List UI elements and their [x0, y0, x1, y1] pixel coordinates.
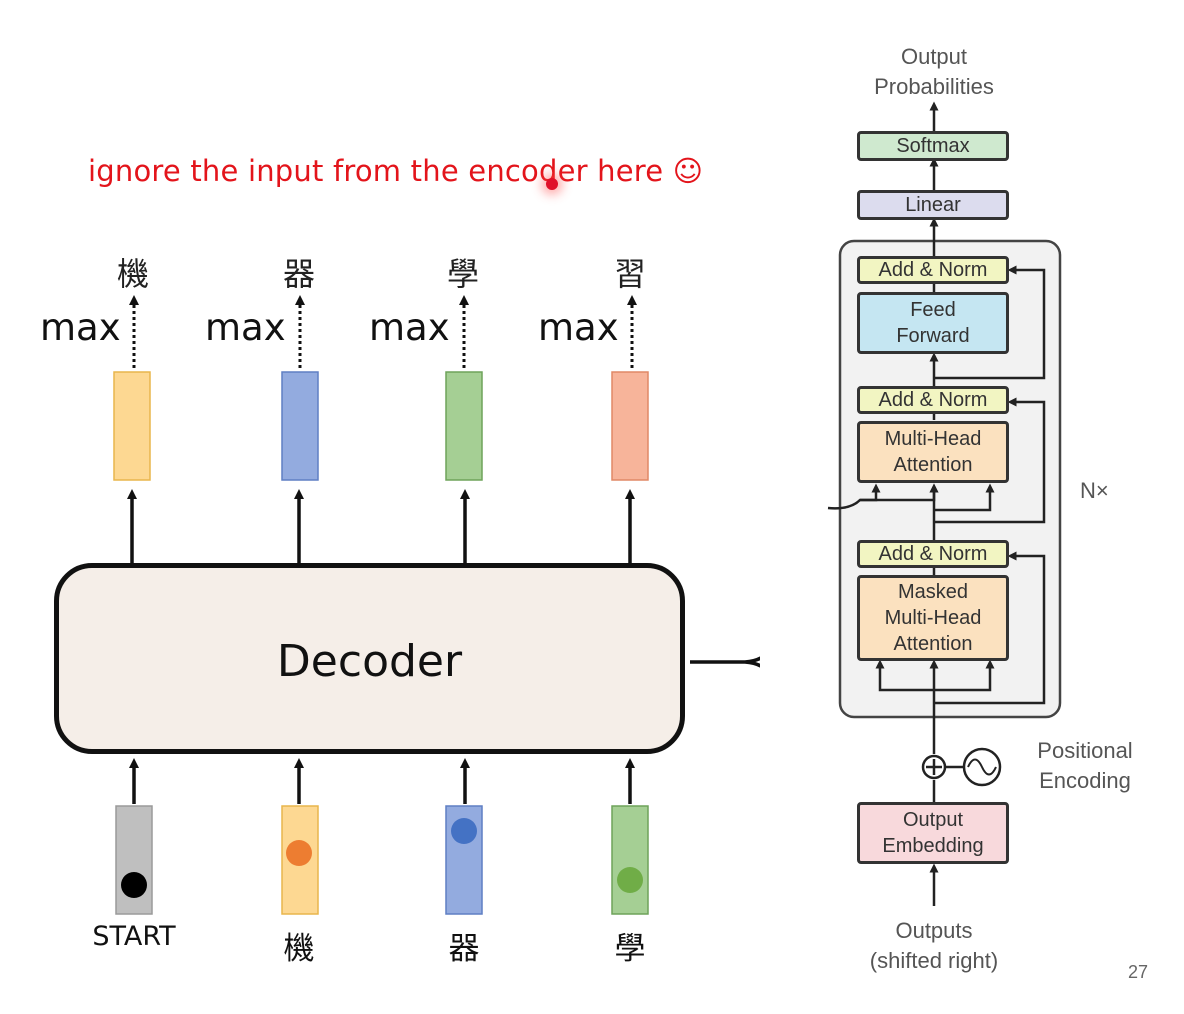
output-vector-1 — [113, 371, 151, 481]
annotation-note: ignore the input from the encoder here ☺ — [88, 154, 704, 188]
input-label-3: 器 — [448, 931, 480, 967]
feed-forward-box: Feed Forward — [857, 292, 1009, 354]
curly-brace — [690, 656, 760, 668]
max-label-1: max — [40, 306, 121, 349]
output-token-1: 機 — [116, 255, 149, 293]
decoder-output-arrows — [127, 489, 635, 563]
decoder-label: Decoder — [276, 636, 463, 687]
masked-multi-head-attention-box: Masked Multi-Head Attention — [857, 575, 1009, 661]
output-vector-2 — [281, 371, 319, 481]
softmax-box: Softmax — [857, 131, 1009, 161]
add-norm-bottom-box: Add & Norm — [857, 540, 1009, 568]
output-vector-4 — [611, 371, 649, 481]
max-label-3: max — [369, 306, 450, 349]
page-number: 27 — [1128, 962, 1149, 982]
input-label-2: 機 — [283, 931, 315, 967]
max-label-2: max — [205, 306, 286, 349]
input-label-4: 學 — [614, 931, 646, 967]
output-token-2: 器 — [282, 255, 315, 293]
output-vector-3 — [445, 371, 483, 481]
decoder-block — [54, 563, 685, 754]
decoder-diagram-graphics — [113, 295, 760, 915]
output-embedding-box: Output Embedding — [857, 802, 1009, 864]
output-token-3: 學 — [446, 255, 479, 293]
nx-label: N× — [1080, 478, 1109, 503]
input-dot-2 — [286, 840, 312, 866]
input-vector-4 — [611, 805, 649, 915]
linear-box: Linear — [857, 190, 1009, 220]
output-probabilities-label: Output Probabilities — [874, 44, 994, 99]
laser-pointer — [546, 178, 558, 190]
outputs-shifted-label: Outputs (shifted right) — [869, 918, 999, 973]
input-label-start: START — [92, 921, 176, 952]
input-dot-3 — [451, 818, 477, 844]
max-label-4: max — [538, 306, 619, 349]
positional-encoding-label: Positional Encoding — [1037, 738, 1133, 793]
output-token-4: 習 — [613, 255, 646, 293]
decoder-input-arrows — [129, 758, 635, 804]
dotted-arrows — [129, 295, 637, 368]
input-dot-4 — [617, 867, 643, 893]
add-norm-middle-box: Add & Norm — [857, 386, 1009, 414]
add-norm-top-box: Add & Norm — [857, 256, 1009, 284]
input-dot-1 — [121, 872, 147, 898]
multi-head-attention-box: Multi-Head Attention — [857, 421, 1009, 483]
